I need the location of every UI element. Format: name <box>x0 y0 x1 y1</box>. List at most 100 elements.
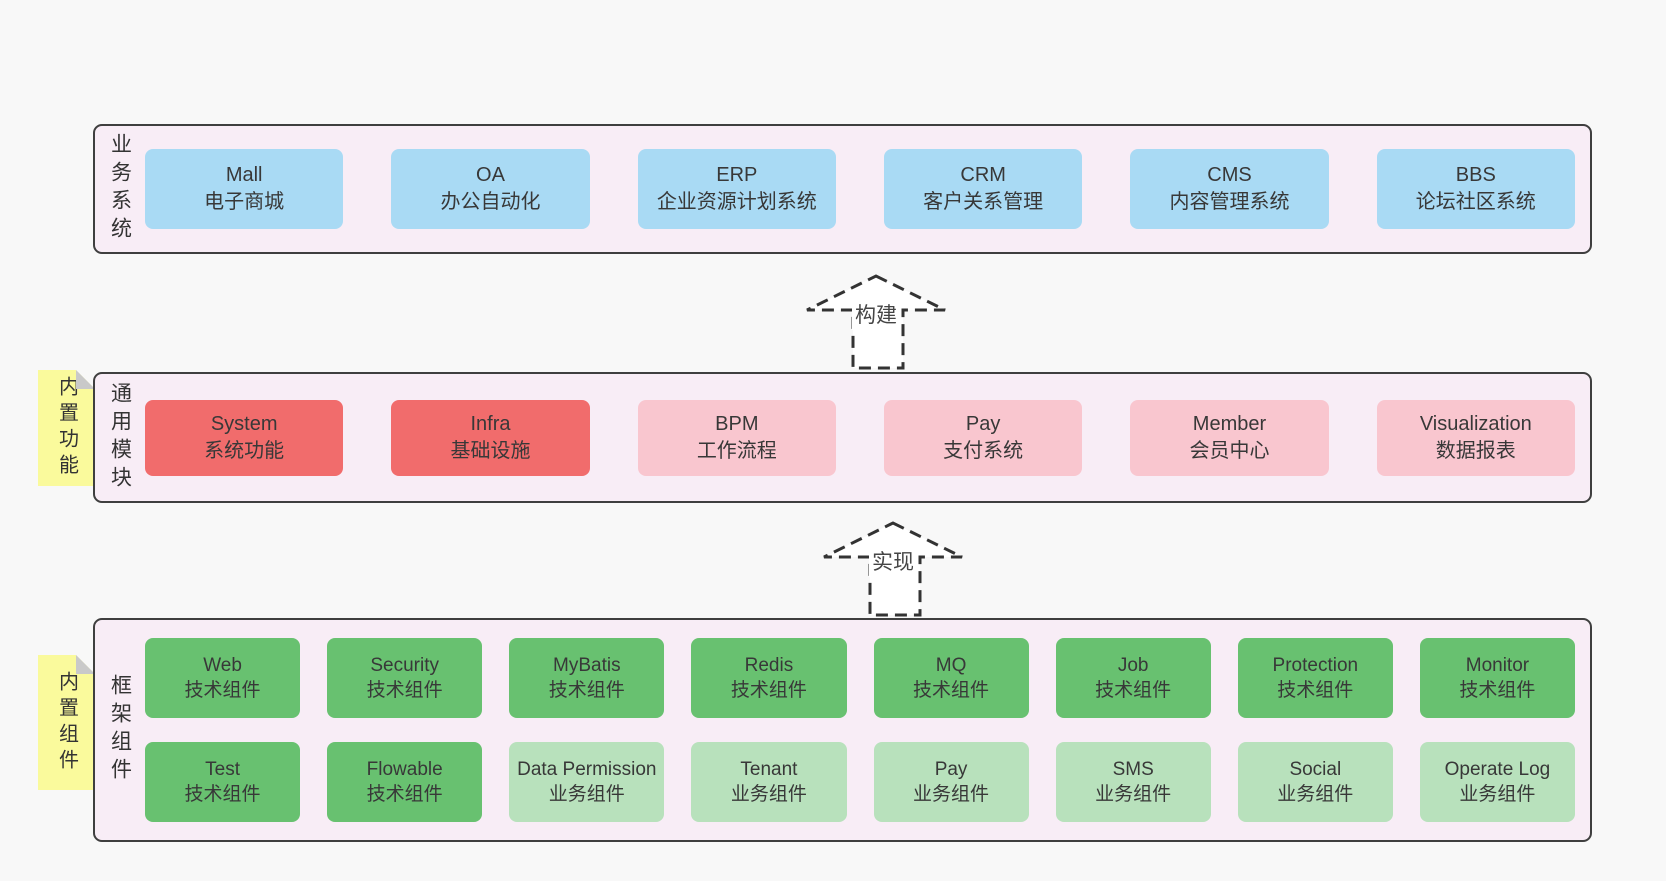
box-test: Test 技术组件 <box>145 742 301 822</box>
box-title: MyBatis <box>553 655 621 676</box>
box-title: Visualization <box>1419 412 1532 435</box>
box-title: Security <box>370 655 439 676</box>
box-mq: MQ 技术组件 <box>873 638 1029 718</box>
implement-arrow-label: 实现 <box>869 545 917 577</box>
box-title: CRM <box>960 164 1006 186</box>
implement-arrow: 实现 <box>822 521 964 617</box>
box-subtitle: 技术组件 <box>1095 680 1172 701</box>
box-subtitle: 业务组件 <box>1277 784 1354 805</box>
business-boxes: Mall 电子商城 OA 办公自动化 ERP 企业资源计划系统 CRM 客户关系管理 CMS 内容… <box>145 149 1590 229</box>
box-pay: Pay 业务组件 <box>873 742 1029 822</box>
box-subtitle: 业务组件 <box>913 784 990 805</box>
box-subtitle: 技术组件 <box>366 784 443 805</box>
builtin-components-note-label: 内置组件 <box>55 670 78 775</box>
box-title: OA <box>476 164 505 186</box>
build-arrow-label: 构建 <box>852 298 900 330</box>
box-subtitle: 系统功能 <box>204 439 285 462</box>
box-title: MQ <box>935 655 967 676</box>
box-title: Pay <box>934 759 968 780</box>
box-title: Mall <box>225 164 263 186</box>
box-title: ERP <box>716 164 758 186</box>
box-bpm: BPM 工作流程 <box>637 399 836 476</box>
box-title: Monitor <box>1465 655 1530 676</box>
box-title: Web <box>203 655 242 676</box>
box-monitor: Monitor 技术组件 <box>1419 638 1575 718</box>
box-social: Social 业务组件 <box>1237 742 1393 822</box>
box-subtitle: 会员中心 <box>1189 439 1270 462</box>
box-subtitle: 工作流程 <box>696 439 777 462</box>
box-subtitle: 支付系统 <box>943 439 1024 462</box>
box-subtitle: 业务组件 <box>548 784 625 805</box>
box-title: Member <box>1192 412 1267 435</box>
box-title: Social <box>1289 759 1342 780</box>
box-title: Pay <box>965 412 1001 435</box>
box-title: Job <box>1117 655 1149 676</box>
box-crm: CRM 客户关系管理 <box>883 149 1083 229</box>
box-data-permission: Data Permission 业务组件 <box>509 742 665 822</box>
box-title: Flowable <box>366 759 443 780</box>
box-pay: Pay 支付系统 <box>883 399 1083 476</box>
box-title: Test <box>205 759 240 780</box>
box-title: System <box>210 412 278 435</box>
box-infra: Infra 基础设施 <box>391 399 590 476</box>
box-member: Member 会员中心 <box>1130 399 1329 476</box>
box-title: Protection <box>1272 655 1359 676</box>
box-flowable: Flowable 技术组件 <box>327 742 483 822</box>
box-sms: SMS 业务组件 <box>1055 742 1211 822</box>
box-title: Operate Log <box>1444 759 1551 780</box>
box-mall: Mall 电子商城 <box>145 149 344 229</box>
box-job: Job 技术组件 <box>1055 638 1211 718</box>
box-security: Security 技术组件 <box>327 638 483 718</box>
builtin-features-note-label: 内置功能 <box>55 376 78 480</box>
box-title: Data Permission <box>517 759 657 780</box>
build-arrow: 构建 <box>805 274 947 370</box>
box-subtitle: 技术组件 <box>913 680 990 701</box>
box-subtitle: 技术组件 <box>184 680 261 701</box>
framework-row-2: Test 技术组件 Flowable 技术组件 Data Permission 业务组件 T… <box>145 742 1575 822</box>
box-visualization: Visualization 数据报表 <box>1376 399 1575 476</box>
box-subtitle: 办公自动化 <box>440 191 541 213</box>
box-operate-log: Operate Log 业务组件 <box>1419 742 1575 822</box>
box-subtitle: 内容管理系统 <box>1169 191 1290 213</box>
builtin-components-note: 内置组件 <box>38 655 95 790</box>
panel-label-modules: 通用模块 <box>108 381 132 494</box>
box-mybatis: MyBatis 技术组件 <box>509 638 665 718</box>
box-cms: CMS 内容管理系统 <box>1130 149 1329 229</box>
module-boxes: System 系统功能 Infra 基础设施 BPM 工作流程 Pay 支付系统 Member 会… <box>145 399 1590 476</box>
box-subtitle: 电子商城 <box>204 191 285 213</box>
box-title: Infra <box>470 412 511 435</box>
box-redis: Redis 技术组件 <box>691 638 847 718</box>
box-subtitle: 业务组件 <box>730 784 807 805</box>
box-subtitle: 技术组件 <box>366 680 443 701</box>
panel-label-framework: 框架组件 <box>108 674 132 786</box>
box-subtitle: 论坛社区系统 <box>1415 191 1536 213</box>
box-subtitle: 技术组件 <box>184 784 261 805</box>
box-subtitle: 业务组件 <box>1459 784 1536 805</box>
box-system: System 系统功能 <box>145 399 344 476</box>
box-title: Redis <box>744 655 794 676</box>
box-bbs: BBS 论坛社区系统 <box>1376 149 1575 229</box>
box-subtitle: 数据报表 <box>1435 439 1516 462</box>
box-subtitle: 技术组件 <box>730 680 807 701</box>
box-title: BPM <box>715 412 759 435</box>
box-title: BBS <box>1455 164 1496 186</box>
box-subtitle: 技术组件 <box>1277 680 1354 701</box>
box-web: Web 技术组件 <box>145 638 301 718</box>
box-subtitle: 基础设施 <box>450 439 531 462</box>
builtin-features-note: 内置功能 <box>38 370 95 486</box>
box-subtitle: 企业资源计划系统 <box>656 191 817 213</box>
box-subtitle: 业务组件 <box>1095 784 1172 805</box>
box-subtitle: 技术组件 <box>548 680 625 701</box>
common-modules-panel: 通用模块 System 系统功能 Infra 基础设施 BPM 工作流程 Pay 支付系统 Me… <box>93 372 1592 503</box>
box-title: SMS <box>1112 759 1154 780</box>
box-subtitle: 客户关系管理 <box>923 191 1044 213</box>
business-systems-panel: 业务系统 Mall 电子商城 OA 办公自动化 ERP 企业资源计划系统 CRM 客户关系管理… <box>93 124 1592 254</box>
box-title: Tenant <box>740 759 798 780</box>
box-subtitle: 技术组件 <box>1459 680 1536 701</box>
box-title: CMS <box>1207 164 1252 186</box>
panel-label-business: 业务系统 <box>108 133 132 245</box>
box-protection: Protection 技术组件 <box>1237 638 1393 718</box>
